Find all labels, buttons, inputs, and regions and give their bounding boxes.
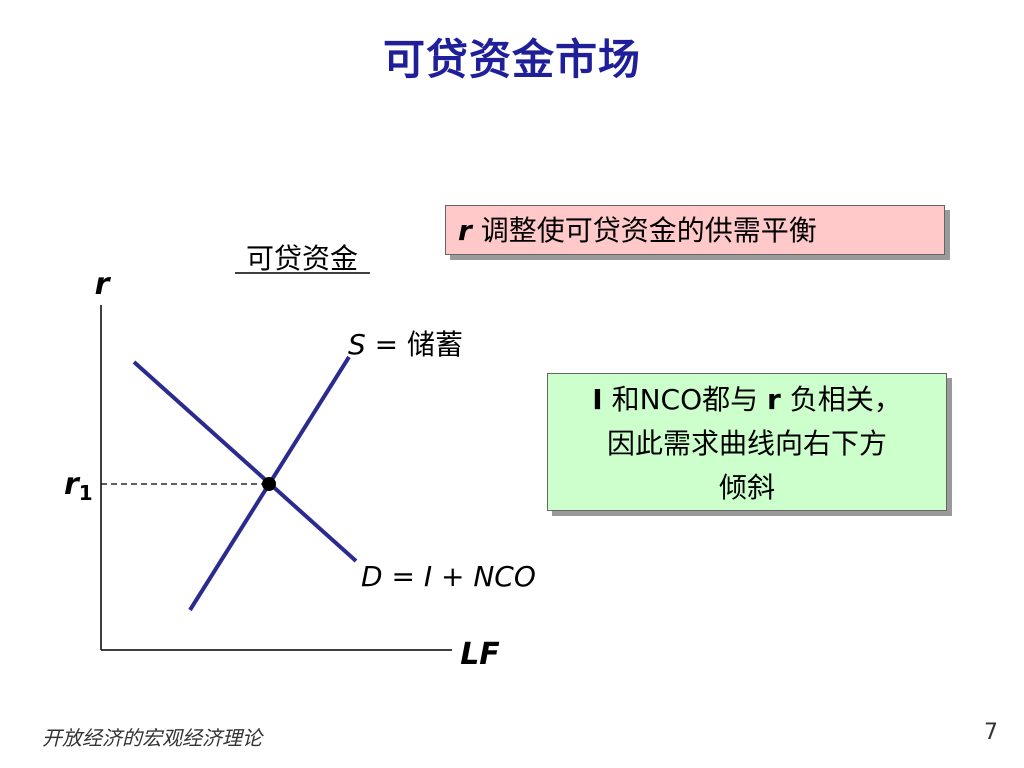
callout-demand-text-a: 和NCO都与 [602, 383, 768, 416]
callout-r-text: 调整使可贷资金的供需平衡 [471, 214, 817, 247]
callout-r-symbol: r [458, 214, 472, 247]
callout-demand-note: I 和NCO都与 r 负相关， 因此需求曲线向右下方 倾斜 [547, 373, 947, 511]
footer-text: 开放经济的宏观经济理论 [42, 726, 262, 750]
diagram-heading: 可贷资金 [246, 242, 358, 275]
callout-r-adjusts: r 调整使可贷资金的供需平衡 [445, 205, 945, 255]
x-axis-label: LF [460, 637, 500, 672]
equilibrium-rate-label: r1 [64, 467, 93, 505]
callout-demand-text-b: 负相关， [780, 383, 902, 416]
slide-title: 可贷资金市场 [382, 35, 641, 84]
demand-curve-label: D = I + NCO [361, 560, 536, 593]
equilibrium-point [262, 477, 276, 491]
callout-demand-line3: 倾斜 [718, 471, 775, 504]
callout-r-symbol-2: r [767, 383, 781, 416]
demand-curve [132, 360, 358, 563]
page-number: 7 [984, 720, 998, 745]
callout-demand-line1: I 和NCO都与 r 负相关， [548, 378, 946, 422]
y-axis-label: r [95, 267, 112, 302]
supply-curve-label: S = 储蓄 [348, 328, 463, 361]
callout-i-symbol: I [592, 383, 603, 416]
callout-demand-line2: 因此需求曲线向右下方 [606, 427, 887, 460]
